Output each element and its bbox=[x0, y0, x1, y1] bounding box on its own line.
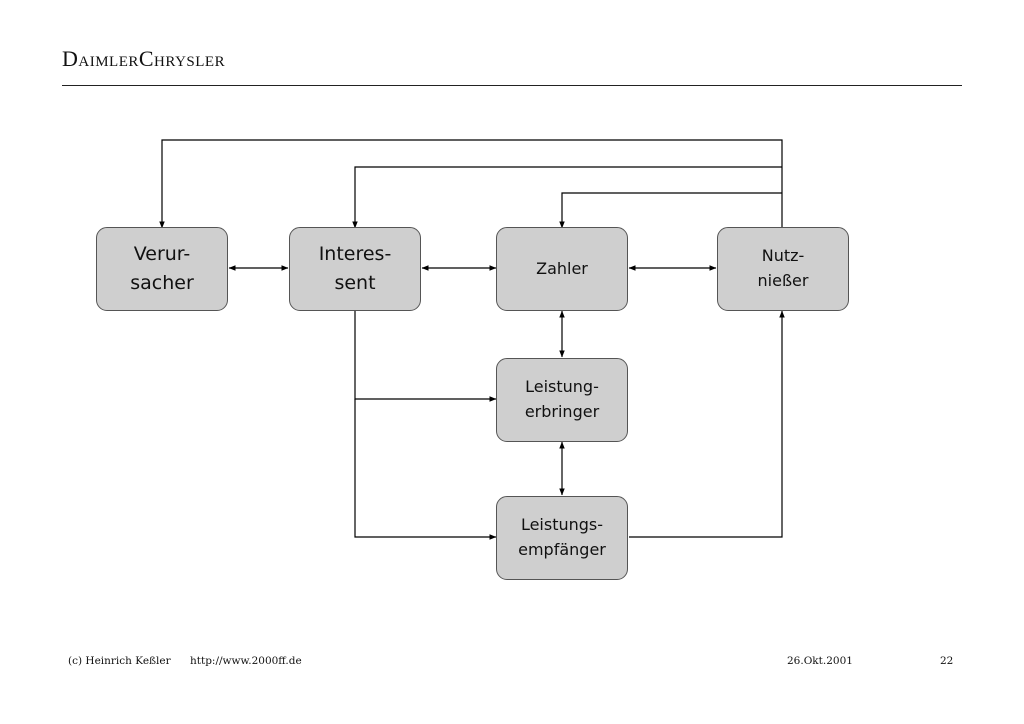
node-leistungsempfaenger: Leistungs- empfänger bbox=[496, 496, 628, 580]
node-leistungserbringer: Leistung- erbringer bbox=[496, 358, 628, 442]
node-nutzniesser: Nutz- nießer bbox=[717, 227, 849, 311]
node-zahler-label: Zahler bbox=[536, 258, 588, 278]
node-interessent: Interes- sent bbox=[289, 227, 421, 311]
header-divider bbox=[62, 85, 962, 86]
node-leistungsempfaenger-label: Leistungs- empfänger bbox=[518, 515, 606, 559]
node-nutzniesser-label: Nutz- nießer bbox=[757, 246, 809, 290]
company-logo: DaimlerChrysler bbox=[62, 46, 226, 71]
connector-nutzniesser-zahler bbox=[559, 192, 782, 229]
node-zahler: Zahler bbox=[496, 227, 628, 311]
node-verursacher: Verur- sacher bbox=[96, 227, 228, 311]
connector-leistungsempfaenger-nutzniesser bbox=[629, 310, 785, 538]
footer-copyright: (c) Heinrich Keßler bbox=[68, 655, 171, 667]
footer-url: http://www.2000ff.de bbox=[190, 655, 302, 667]
node-verursacher-label: Verur- sacher bbox=[130, 242, 194, 294]
connector-interessent-leistungserbringer bbox=[354, 311, 497, 402]
connector-nutzniesser-verursacher bbox=[159, 139, 783, 229]
node-interessent-label: Interes- sent bbox=[318, 242, 392, 294]
connector-interessent-leistungsempfaenger bbox=[354, 399, 497, 540]
footer-date: 26.Okt.2001 bbox=[787, 655, 853, 667]
node-leistungserbringer-label: Leistung- erbringer bbox=[524, 377, 600, 421]
page-number: 22 bbox=[940, 655, 954, 667]
connector-nutzniesser-interessent bbox=[352, 166, 782, 229]
